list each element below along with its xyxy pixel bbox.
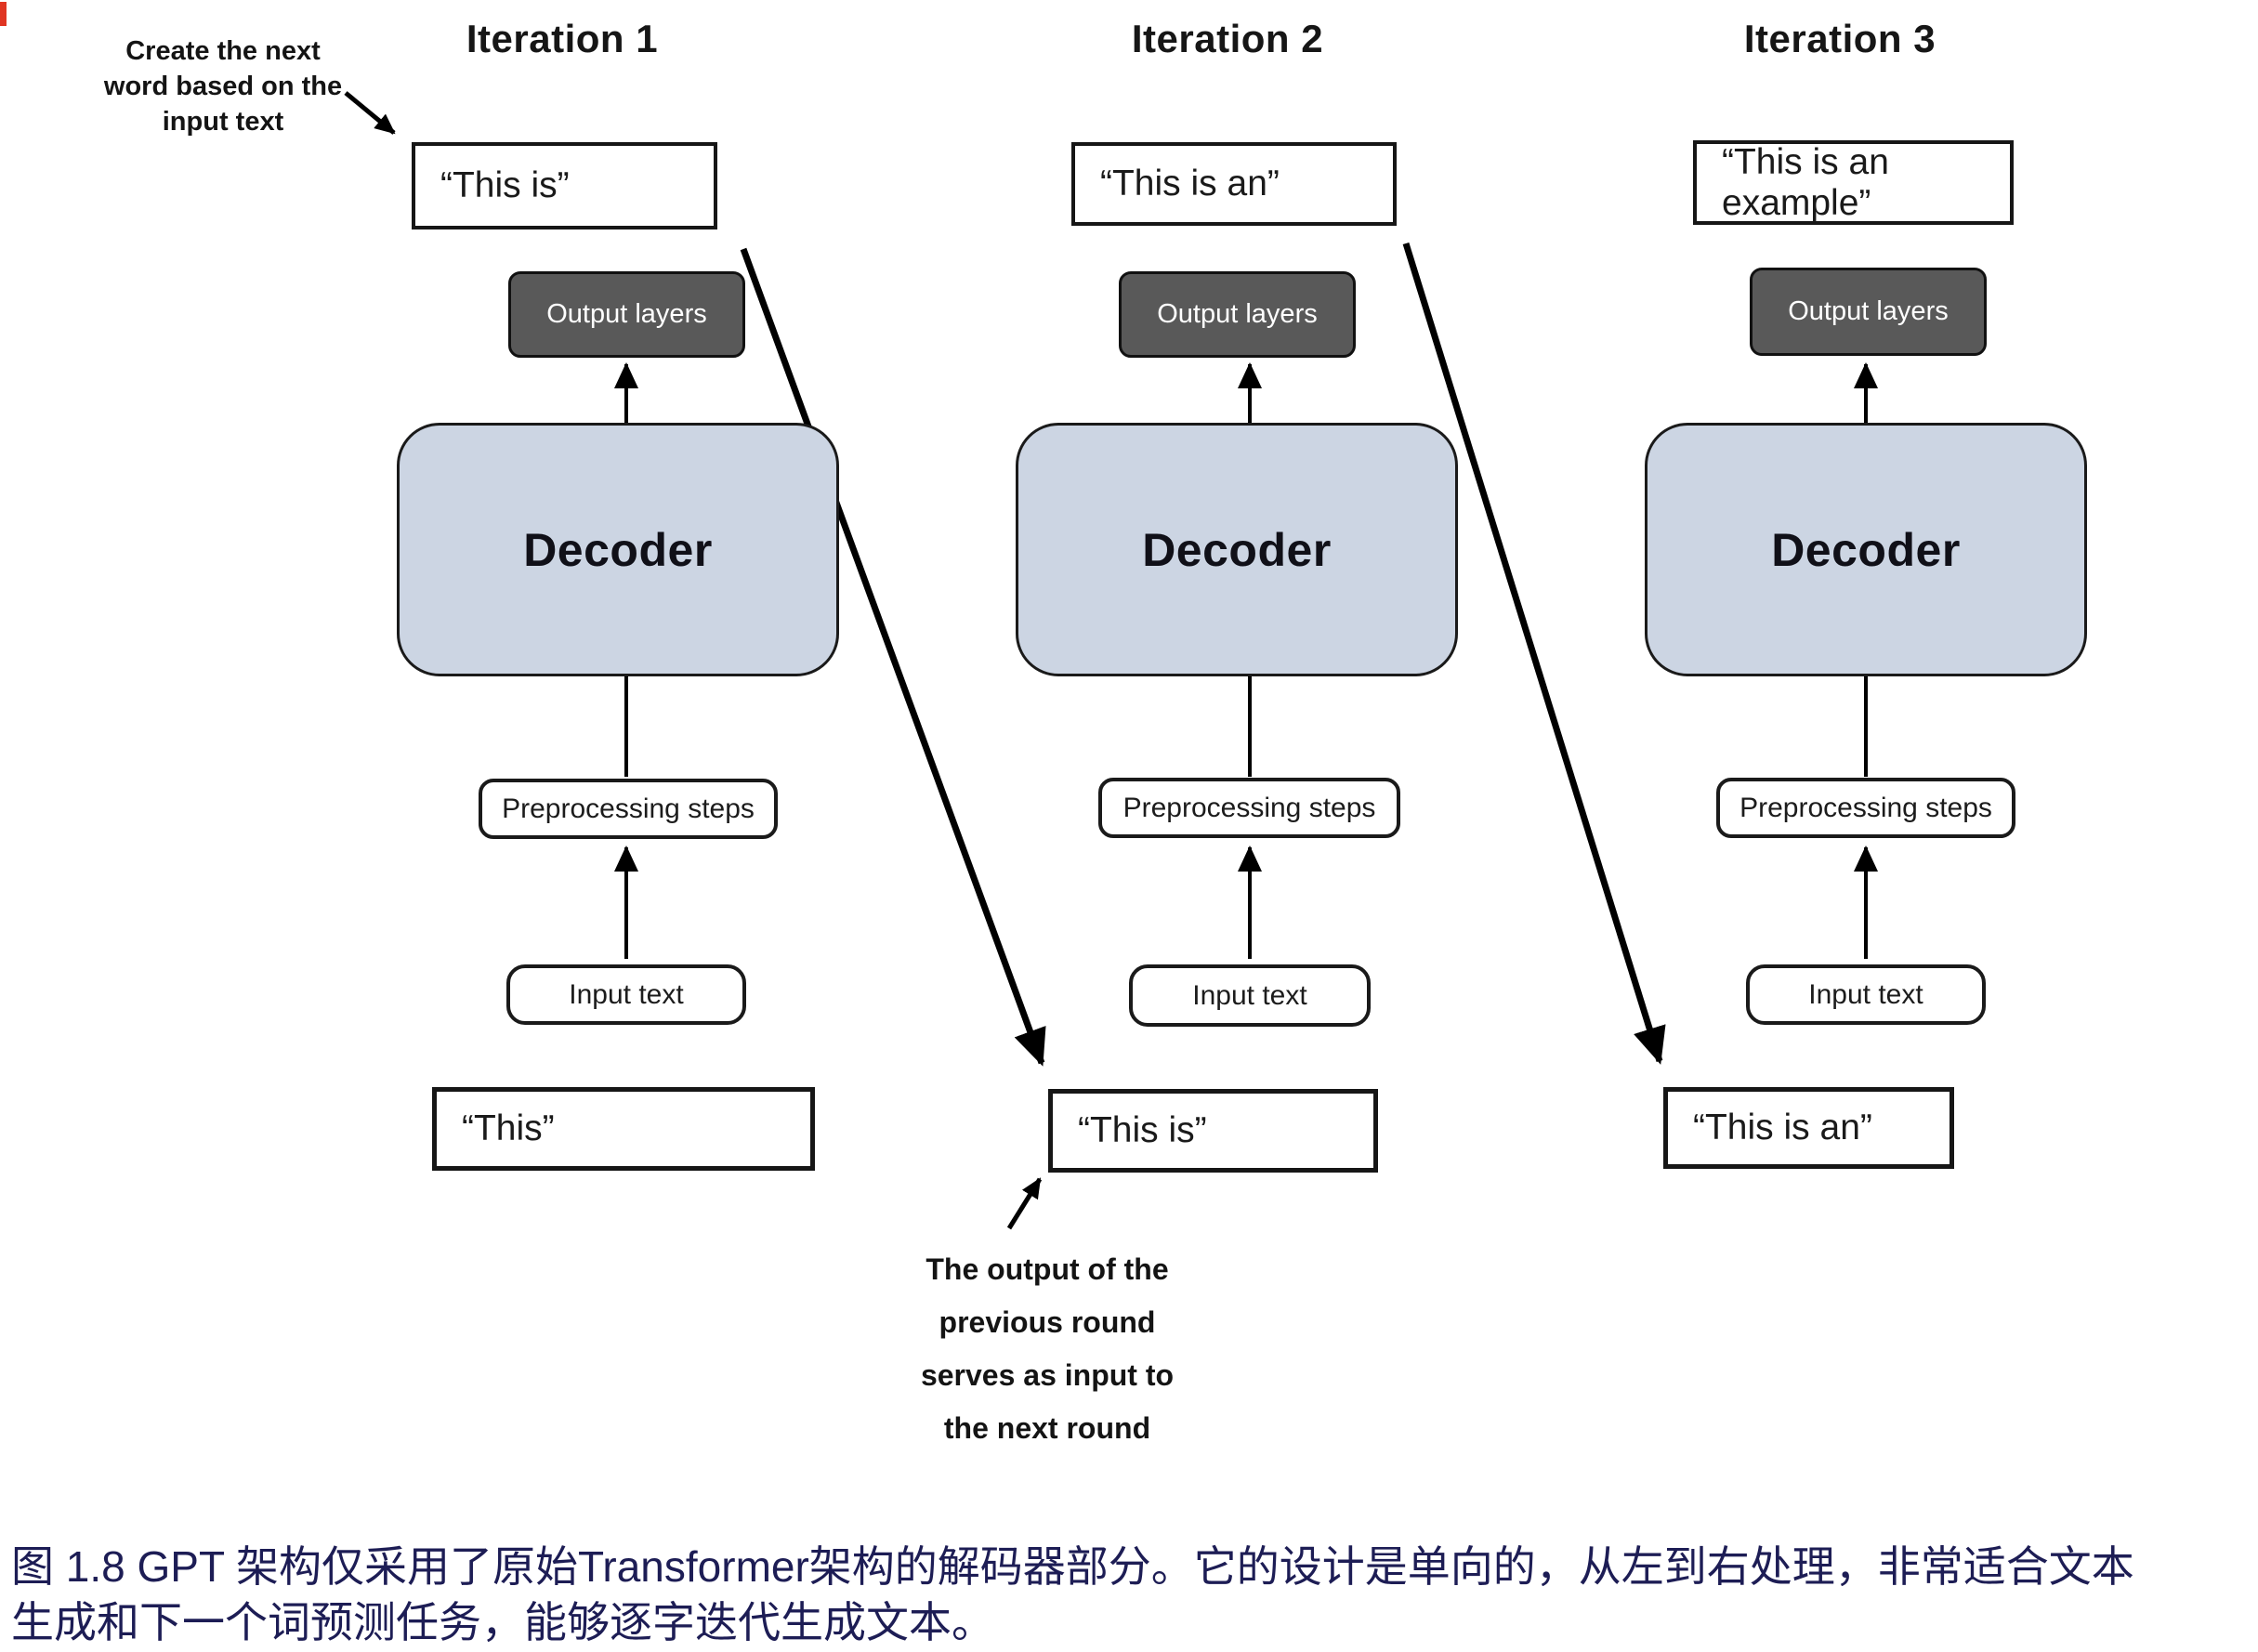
input-text-label-2: Input text <box>1192 979 1307 1011</box>
decoder-box-1: Decoder <box>397 423 839 676</box>
note-line: input text <box>162 107 284 137</box>
note-line: serves as input to <box>920 1358 1175 1392</box>
output-text-box-3: “This is an example” <box>1693 140 2014 225</box>
red-edge-artifact <box>0 2 7 26</box>
bottom-text-2: “This is” <box>1078 1110 1207 1150</box>
preprocessing-box-1: Preprocessing steps <box>479 779 778 839</box>
output-layers-label-2: Output layers <box>1157 299 1318 329</box>
output-text-box-1: “This is” <box>412 142 717 229</box>
iteration-2-title: Iteration 2 <box>1131 17 1324 60</box>
note-output-previous-round: The output of the previous round serves … <box>885 1243 1210 1455</box>
decoder-box-2: Decoder <box>1016 423 1458 676</box>
bottom-text-1: “This” <box>462 1108 555 1148</box>
output-layers-box-1: Output layers <box>508 271 745 358</box>
output-layers-label-1: Output layers <box>546 299 707 329</box>
input-text-label-1: Input text <box>569 978 684 1010</box>
bottom-text-box-2: “This is” <box>1048 1089 1378 1173</box>
figure-caption-line-1: 图 1.8 GPT 架构仅采用了原始Transformer架构的解码器部分。它的… <box>11 1542 2134 1591</box>
input-text-box-2: Input text <box>1129 964 1371 1027</box>
output-text-3: “This is an example” <box>1722 141 1889 223</box>
input-text-label-3: Input text <box>1808 978 1923 1010</box>
note-line: Create the next <box>125 36 321 66</box>
preprocessing-box-2: Preprocessing steps <box>1098 778 1400 838</box>
bottom-text-box-1: “This” <box>432 1087 815 1171</box>
note-line: the next round <box>943 1411 1151 1445</box>
figure-caption-line-2: 生成和下一个词预测任务，能够逐字迭代生成文本。 <box>11 1598 994 1646</box>
bottom-text-box-3: “This is an” <box>1663 1087 1954 1169</box>
iteration-1-title: Iteration 1 <box>466 17 659 60</box>
output-layers-box-2: Output layers <box>1119 271 1356 358</box>
preprocessing-label-3: Preprocessing steps <box>1739 792 1992 823</box>
arrow-note-output-previous-round <box>1006 1177 1043 1230</box>
note-line: word based on the <box>103 72 343 101</box>
note-line: previous round <box>939 1305 1156 1339</box>
input-text-box-3: Input text <box>1746 964 1986 1025</box>
bottom-text-3: “This is an” <box>1693 1108 1872 1147</box>
iteration-3-title: Iteration 3 <box>1743 17 1936 60</box>
input-text-box-1: Input text <box>506 964 746 1025</box>
decoder-label-3: Decoder <box>1771 523 1961 576</box>
preprocessing-label-2: Preprocessing steps <box>1122 792 1376 823</box>
preprocessing-box-3: Preprocessing steps <box>1716 778 2015 838</box>
output-text-2: “This is an” <box>1100 164 1280 203</box>
preprocessing-label-1: Preprocessing steps <box>502 793 755 824</box>
output-text-1: “This is” <box>440 165 570 205</box>
decoder-box-3: Decoder <box>1645 423 2087 676</box>
output-layers-label-3: Output layers <box>1788 296 1949 326</box>
output-text-box-2: “This is an” <box>1071 142 1397 226</box>
note-line: The output of the <box>926 1252 1169 1286</box>
output-layers-box-3: Output layers <box>1750 268 1987 356</box>
note-create-next-word: Create the next word based on the input … <box>70 33 376 139</box>
decoder-label-1: Decoder <box>523 523 713 576</box>
decoder-label-2: Decoder <box>1142 523 1332 576</box>
